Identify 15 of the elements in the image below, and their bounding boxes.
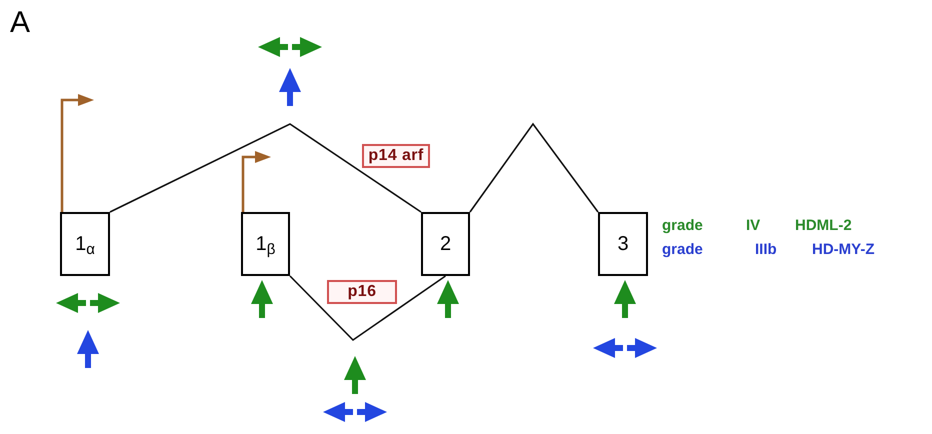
splice-line	[469, 122, 599, 212]
exon-box: 3	[598, 212, 648, 276]
annotation-text: HD-MY-Z	[812, 242, 874, 257]
exon-box: 1$_{α}$	[60, 212, 110, 276]
panel-letter: A	[10, 8, 30, 38]
annotation-text: HDML-2	[795, 218, 852, 233]
transcript-label-box: p16	[327, 280, 397, 304]
annotation-text: grade	[662, 218, 703, 233]
exon-box: 1$_{β}$	[241, 212, 290, 276]
transcript-label-box: p14 arf	[362, 144, 430, 168]
annotation-text: IV	[746, 218, 760, 233]
annotation-text: IIIb	[755, 242, 777, 257]
splice-line	[110, 123, 422, 213]
exon-box: 2	[421, 212, 470, 276]
annotation-text: grade	[662, 242, 703, 257]
